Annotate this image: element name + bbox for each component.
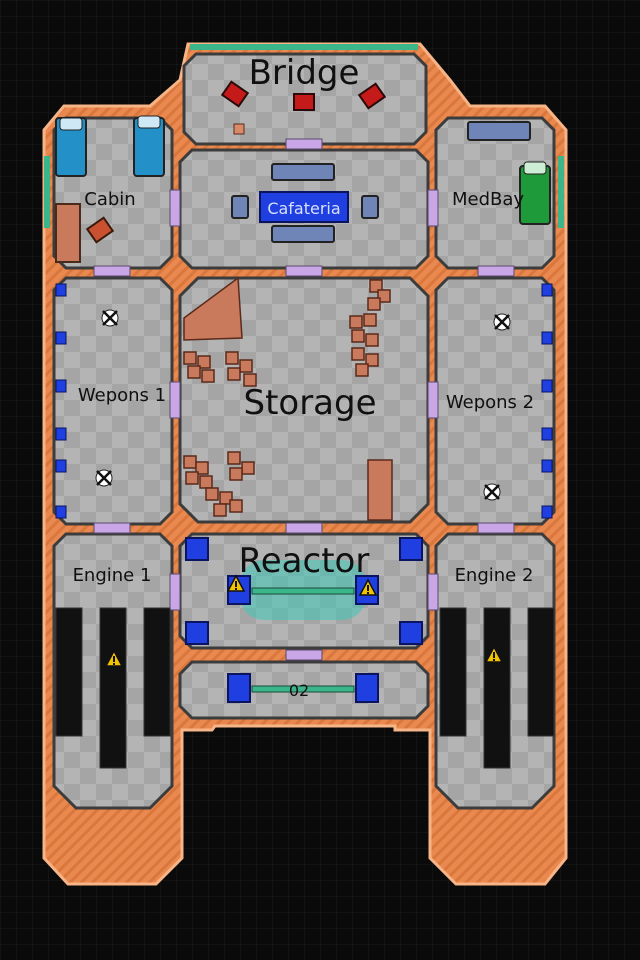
room-label-weapons-2: Wepons 2 <box>446 392 534 413</box>
room-label-o2: 02 <box>289 681 309 700</box>
bridge-window <box>190 44 418 50</box>
door-cafeteria-storage[interactable] <box>285 265 323 277</box>
room-label-weapons-1: Wepons 1 <box>78 385 166 406</box>
warning-icon[interactable] <box>226 574 246 592</box>
room-label-cafeteria: Cafateria <box>267 199 340 218</box>
crosshair-icon[interactable] <box>101 309 119 327</box>
room-medbay[interactable] <box>434 116 556 270</box>
cabin-window <box>44 156 50 228</box>
room-label-reactor: Reactor <box>239 541 370 581</box>
bridge-seats <box>220 80 387 135</box>
medbay-window <box>558 156 564 228</box>
reactor-consoles <box>185 537 423 645</box>
cafeteria-tables <box>231 163 379 243</box>
door-weapons1-storage[interactable] <box>169 381 181 419</box>
weapons-2-ports <box>541 283 553 519</box>
door-medbay-weapons2[interactable] <box>477 265 515 277</box>
warning-icon[interactable] <box>484 645 504 663</box>
door-storage-reactor[interactable] <box>285 522 323 534</box>
door-bridge-cafeteria[interactable] <box>285 138 323 150</box>
door-weapons2-engine2[interactable] <box>477 522 515 534</box>
room-weapons-2[interactable] <box>434 276 556 526</box>
door-cabin-weapons1[interactable] <box>93 265 131 277</box>
door-cabin-cafeteria[interactable] <box>169 189 181 227</box>
room-label-engine-2: Engine 2 <box>455 565 534 586</box>
door-cafeteria-medbay[interactable] <box>427 189 439 227</box>
weapons-1-ports <box>55 283 67 519</box>
warning-icon[interactable] <box>358 578 378 596</box>
crosshair-icon[interactable] <box>95 469 113 487</box>
door-weapons1-engine1[interactable] <box>93 522 131 534</box>
door-storage-weapons2[interactable] <box>427 381 439 419</box>
cabin-beds <box>55 115 165 263</box>
crosshair-icon[interactable] <box>483 483 501 501</box>
room-label-engine-1: Engine 1 <box>73 565 152 586</box>
engine-2-thrusters <box>439 607 555 769</box>
cafeteria-sign <box>259 191 349 223</box>
warning-icon[interactable] <box>104 649 124 667</box>
room-label-medbay: MedBay <box>452 189 524 210</box>
room-label-bridge: Bridge <box>249 53 360 93</box>
engine-1-thrusters <box>55 607 171 769</box>
doors[interactable] <box>93 138 515 661</box>
door-reactor-o2[interactable] <box>285 649 323 661</box>
door-reactor-engine2[interactable] <box>427 573 439 611</box>
o2-equipment[interactable] <box>227 673 379 703</box>
medbay-equipment <box>467 121 551 225</box>
storage-crates <box>183 276 393 521</box>
room-weapons-1[interactable] <box>52 276 174 526</box>
room-label-cabin: Cabin <box>84 189 135 210</box>
room-label-storage: Storage <box>243 383 376 423</box>
door-engine1-reactor[interactable] <box>169 573 181 611</box>
crosshair-icon[interactable] <box>493 313 511 331</box>
